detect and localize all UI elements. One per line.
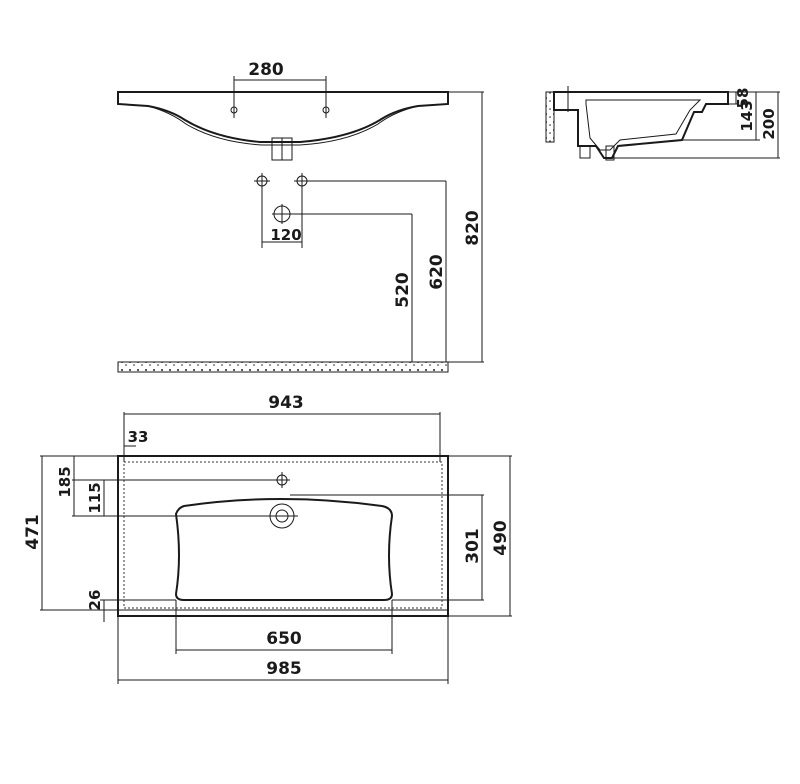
dim-820: 820 [463,210,483,246]
top-view: 943 33 185 115 471 26 [23,393,512,684]
side-view: 58 143 200 [545,86,780,161]
basin-rim [123,461,443,609]
dim-985: 985 [266,659,302,679]
basin-top-outline [117,455,449,617]
dim-115: 115 [86,482,104,513]
dim-620: 620 [427,254,447,290]
dim-650: 650 [266,629,302,649]
dim-33: 33 [128,428,149,446]
dim-520: 520 [393,272,413,308]
dim-490: 490 [491,520,511,556]
dim-200: 200 [760,108,778,139]
dim-280: 280 [248,60,284,80]
dim-120: 120 [270,226,301,244]
dim-943: 943 [268,393,304,413]
wall-hatch [545,91,555,143]
basin-front-outline [117,91,449,143]
dim-26: 26 [86,590,104,611]
dim-58: 58 [734,88,752,109]
drain-outlet [272,204,292,224]
basin-bowl [174,498,394,601]
dim-301: 301 [463,528,483,564]
dim-143: 143 [738,100,756,131]
dim-471: 471 [23,514,43,550]
dim-185: 185 [56,466,74,497]
front-view: 280 120 520 620 82 [117,60,484,373]
basin-inner-line [147,105,419,146]
floor-hatch [117,361,449,373]
